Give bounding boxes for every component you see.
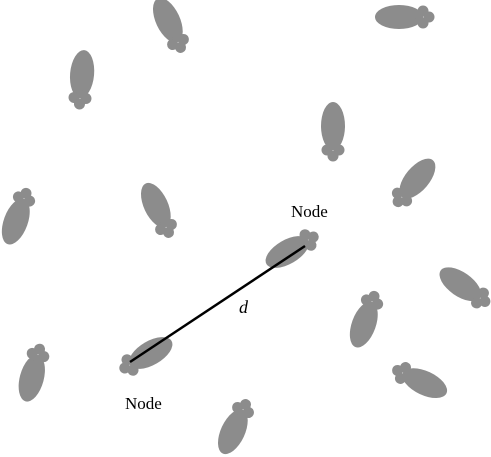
node-label-bottom: Node <box>125 394 162 413</box>
antenna-icon <box>134 178 182 243</box>
antenna-icon <box>387 357 452 405</box>
node-label-top: Node <box>291 202 328 221</box>
antenna-icon <box>260 223 324 275</box>
antenna-icon <box>433 260 491 315</box>
antenna-icon <box>211 394 259 457</box>
antenna-icon <box>0 184 40 249</box>
antenna-icon <box>321 102 345 162</box>
antenna-icon <box>13 340 53 405</box>
antenna-icon <box>146 0 194 58</box>
link-line <box>129 244 306 364</box>
antenna-icon <box>67 49 97 111</box>
distance-label: d <box>239 297 249 317</box>
antenna-icon <box>344 287 388 352</box>
antenna-icon <box>385 152 443 214</box>
antenna-icon <box>375 5 435 29</box>
